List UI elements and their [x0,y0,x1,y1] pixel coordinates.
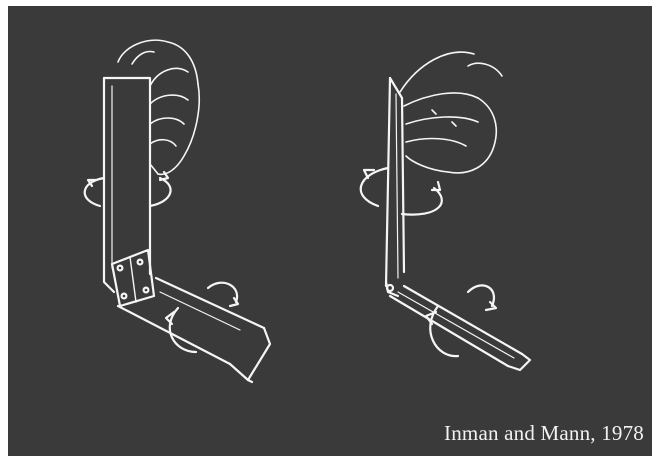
side-view-illustration [361,52,530,370]
upper-segment-side [386,78,404,286]
front-view-illustration [85,40,270,382]
hinge-front [112,250,154,306]
lower-segment-front [118,278,270,382]
upper-rotation-arrow-front [85,172,171,206]
lower-segment-side [390,286,530,370]
upper-segment-front [104,78,150,292]
hinge-side [386,282,398,296]
upper-rotation-arrow-side [361,168,442,215]
citation-caption: Inman and Mann, 1978 [444,421,644,446]
lower-rotation-arrow-side [426,285,496,356]
slide-background: Inman and Mann, 1978 [8,6,652,456]
hand-front-icon [118,40,199,174]
hand-side-icon [400,52,502,173]
lower-rotation-arrow-front [166,283,238,352]
